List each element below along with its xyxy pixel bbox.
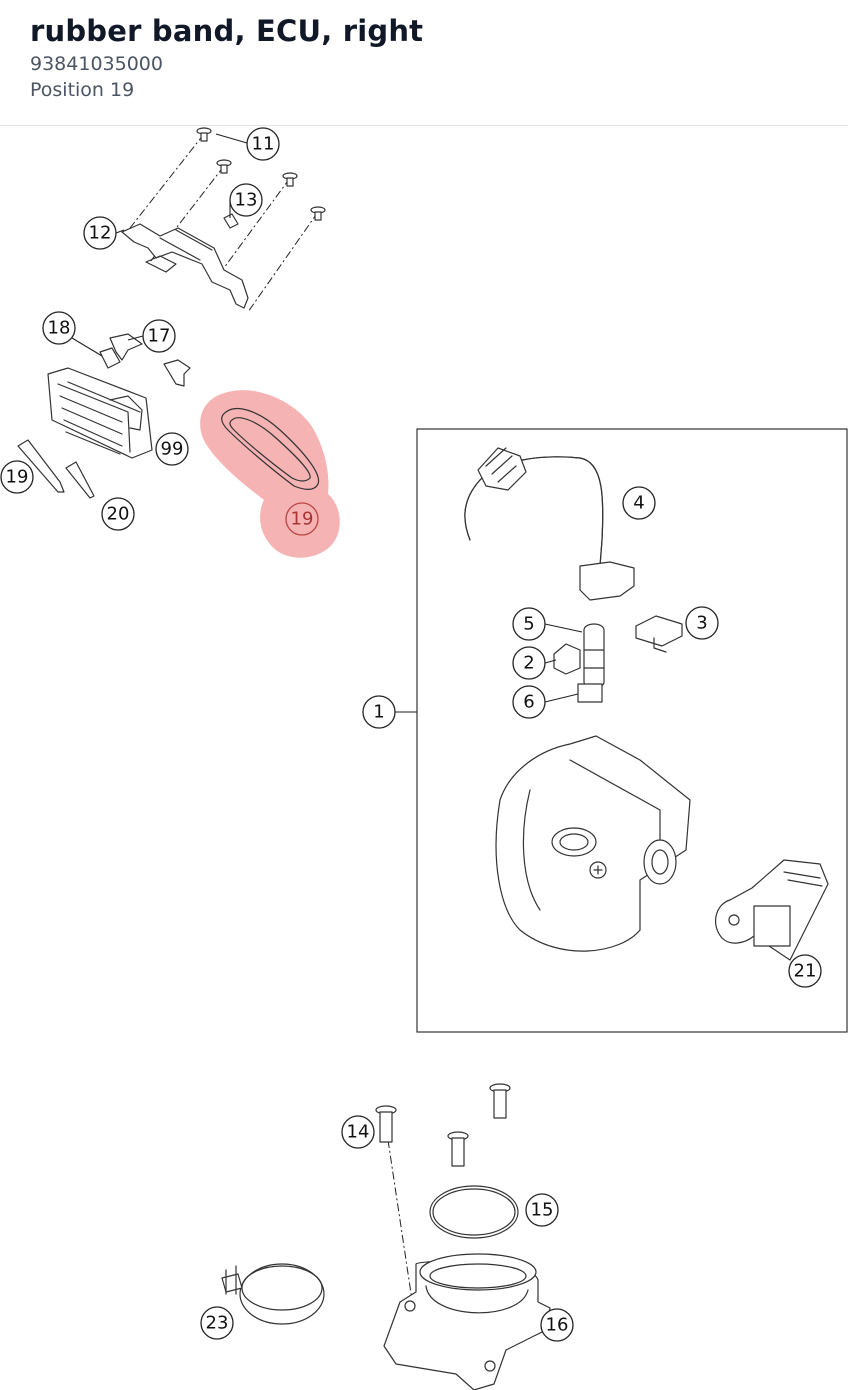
callout-4[interactable]: 4	[622, 486, 656, 520]
callout-12[interactable]: 12	[83, 216, 117, 250]
callout-13[interactable]: 13	[229, 183, 263, 217]
highlighted-part-19	[200, 390, 340, 558]
ecu-group	[17, 333, 191, 499]
svg-text:20: 20	[107, 504, 130, 525]
callout-2[interactable]: 2	[512, 646, 546, 680]
callout-18[interactable]: 18	[42, 311, 76, 345]
svg-text:14: 14	[347, 1122, 370, 1143]
callout-20[interactable]: 20	[101, 497, 135, 531]
callouts: 11 12 13 18 17 99 19 20 19 4 5 3 2 6 1 2…	[0, 127, 822, 1342]
callout-23[interactable]: 23	[200, 1306, 234, 1340]
part-number: 93841035000	[30, 53, 163, 75]
callout-16[interactable]: 16	[540, 1308, 574, 1342]
svg-text:12: 12	[89, 223, 112, 244]
svg-text:15: 15	[531, 1200, 554, 1221]
svg-text:3: 3	[696, 613, 707, 634]
svg-text:18: 18	[48, 318, 71, 339]
svg-text:4: 4	[633, 493, 644, 514]
callout-19-strip[interactable]: 19	[0, 460, 34, 494]
svg-text:19: 19	[291, 509, 314, 530]
callout-99[interactable]: 99	[155, 432, 189, 466]
svg-text:13: 13	[235, 190, 258, 211]
part-header: rubber band, ECU, right 93841035000 Posi…	[0, 0, 848, 126]
callout-5[interactable]: 5	[512, 607, 546, 641]
callout-15[interactable]: 15	[525, 1193, 559, 1227]
svg-text:17: 17	[148, 326, 171, 347]
svg-text:5: 5	[523, 614, 534, 635]
position-label: Position 19	[30, 79, 135, 101]
callout-19-highlighted[interactable]: 19	[285, 502, 319, 536]
callout-6[interactable]: 6	[512, 685, 546, 719]
svg-text:6: 6	[523, 692, 534, 713]
intake-assembly	[221, 1083, 551, 1390]
svg-text:99: 99	[161, 439, 184, 460]
callout-21[interactable]: 21	[788, 954, 822, 988]
callout-17[interactable]: 17	[142, 319, 176, 353]
callout-11[interactable]: 11	[246, 127, 280, 161]
svg-text:2: 2	[523, 653, 534, 674]
part-title: rubber band, ECU, right	[30, 14, 424, 48]
callout-3[interactable]: 3	[685, 606, 719, 640]
throttle-body-group	[395, 428, 848, 1033]
svg-text:23: 23	[206, 1313, 229, 1334]
svg-text:19: 19	[6, 467, 29, 488]
callout-14[interactable]: 14	[341, 1115, 375, 1149]
svg-text:21: 21	[794, 961, 817, 982]
bracket-assembly	[121, 127, 326, 313]
svg-text:11: 11	[252, 134, 275, 155]
callout-1[interactable]: 1	[362, 695, 396, 729]
svg-text:1: 1	[373, 702, 384, 723]
svg-text:16: 16	[546, 1315, 569, 1336]
